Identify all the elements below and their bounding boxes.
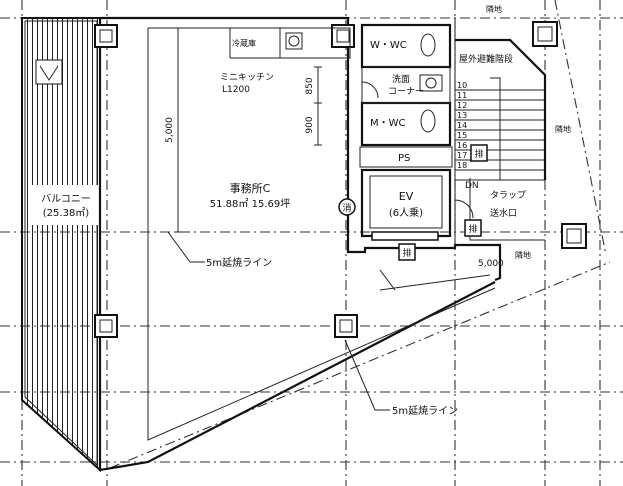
svg-text:11: 11 xyxy=(457,91,467,100)
terrap-label: タラップ xyxy=(490,190,526,201)
hydrant-symbol-3: 排 xyxy=(402,247,411,259)
mini-kitchen-label: ミニキッチン xyxy=(220,72,274,83)
water-inlet-label: 送水口 xyxy=(490,207,517,219)
ev-capacity-label: (6人乗) xyxy=(389,207,423,219)
balcony xyxy=(21,17,101,473)
washbasin-sub-label: コーナー xyxy=(388,86,424,97)
extinguisher-symbol: 消 xyxy=(342,202,351,214)
wc-men-label: M・WC xyxy=(370,118,406,129)
wc-depth-dim-1: 850 xyxy=(305,77,315,94)
svg-text:12: 12 xyxy=(457,101,467,110)
fire-line-label-1: 5m延焼ライン xyxy=(206,257,272,269)
ps-label: PS xyxy=(398,153,410,164)
fire-line-label-2: 5m延焼ライン xyxy=(392,405,458,417)
svg-text:16: 16 xyxy=(457,141,467,150)
balcony-name: バルコニー xyxy=(41,193,91,205)
balcony-area: (25.38㎡) xyxy=(43,207,90,219)
columns xyxy=(94,21,587,338)
svg-text:17: 17 xyxy=(457,151,467,160)
svg-text:13: 13 xyxy=(457,111,467,120)
mini-kitchen-size: L1200 xyxy=(222,85,250,95)
exterior-stairs xyxy=(455,38,547,241)
ev-label: EV xyxy=(399,190,414,203)
column-4 xyxy=(334,314,358,338)
boundary-label-1: 隣地 xyxy=(486,4,502,14)
svg-text:18: 18 xyxy=(457,161,467,170)
doors xyxy=(361,81,474,219)
column-1 xyxy=(94,24,118,48)
hydrant-symbol-2: 排 xyxy=(468,223,477,235)
core xyxy=(229,18,456,248)
svg-text:14: 14 xyxy=(457,121,467,130)
fridge-label: 冷蔵庫 xyxy=(232,38,256,48)
office-name: 事務所C xyxy=(230,181,271,195)
svg-text:10: 10 xyxy=(457,81,467,90)
svg-text:15: 15 xyxy=(457,131,467,140)
stairs-label: 屋外避難階段 xyxy=(459,53,513,65)
office-depth-dim: 5,000 xyxy=(165,117,175,143)
stair-step-numbers: 10 11 12 13 14 15 16 17 18 xyxy=(457,81,467,170)
boundary-label-2: 隣地 xyxy=(555,124,571,134)
column-6 xyxy=(561,223,587,249)
hydrant-symbol-1: 排 xyxy=(474,148,483,160)
office-walls xyxy=(98,16,502,472)
office-area: 51.88㎡ 15.69坪 xyxy=(210,197,290,210)
fire-lines xyxy=(167,231,491,411)
column-5 xyxy=(532,21,558,47)
equipment-symbols: 消 排 排 排 xyxy=(338,144,488,261)
wc-depth-dim-2: 900 xyxy=(305,116,315,133)
column-3 xyxy=(94,314,118,338)
stair-offset-dim: 5,000 xyxy=(478,259,504,269)
wc-women-label: W・WC xyxy=(370,40,407,51)
dimension-lines xyxy=(174,27,322,233)
dn-label: DN xyxy=(465,181,479,191)
washbasin-label: 洗面 xyxy=(392,73,410,85)
boundary-label-3: 隣地 xyxy=(515,250,531,260)
